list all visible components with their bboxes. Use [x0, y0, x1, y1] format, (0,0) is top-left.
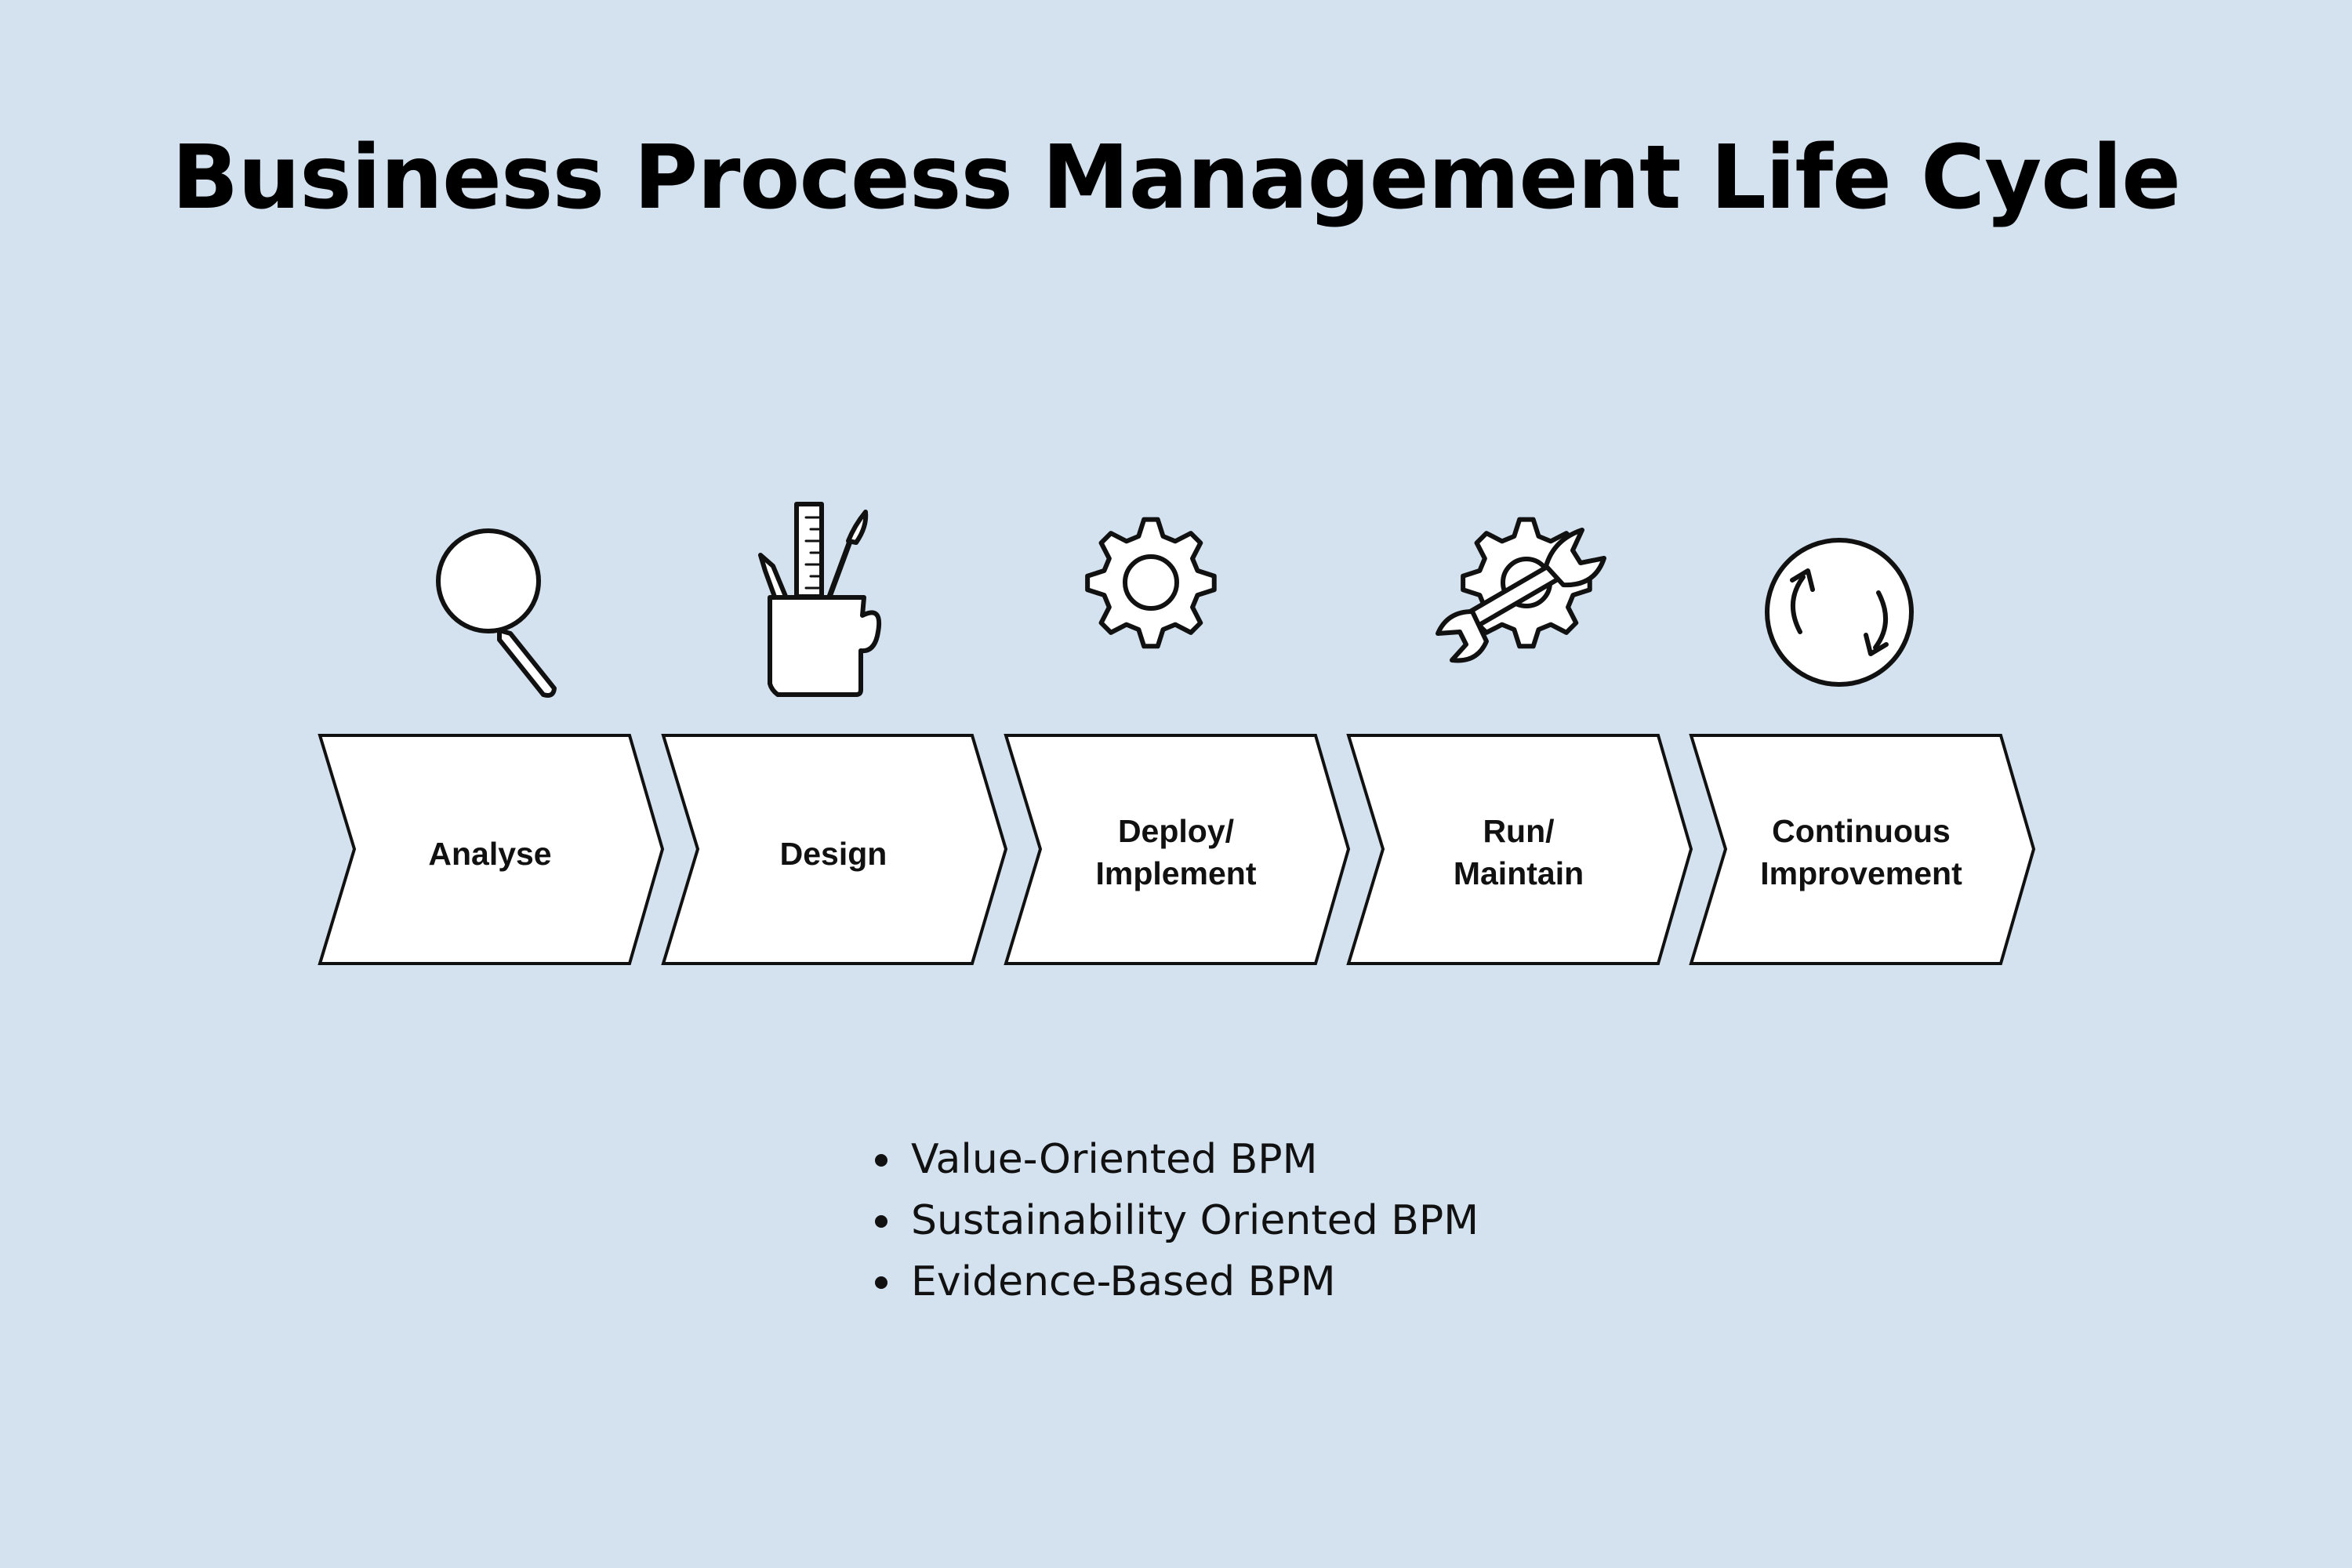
bullet-dot-icon [875, 1154, 887, 1167]
list-item: Evidence-Based BPM [870, 1251, 1479, 1312]
list-item-text: Evidence-Based BPM [911, 1258, 1336, 1305]
list-item-text: Sustainability Oriented BPM [911, 1197, 1479, 1244]
step-analyse[interactable]: Analyse [318, 734, 665, 965]
step-design[interactable]: Design [661, 734, 1008, 965]
pencil-cup-icon [758, 502, 881, 697]
step-label-line2: Maintain [1454, 855, 1584, 891]
step-label-line1: Run/ [1483, 813, 1554, 849]
step-label-line1: Continuous [1772, 813, 1951, 849]
step-label-line2: Implement [1095, 855, 1256, 891]
bullet-dot-icon [875, 1215, 887, 1228]
list-item: Value-Oriented BPM [870, 1129, 1479, 1190]
step-run-maintain[interactable]: Run/ Maintain [1346, 734, 1693, 965]
list-item: Sustainability Oriented BPM [870, 1190, 1479, 1251]
step-label-line1: Deploy/ [1118, 813, 1234, 849]
page-title: Business Process Management Life Cycle [172, 127, 2181, 229]
wrench-gear-icon [1436, 517, 1606, 663]
step-continuous-improvement[interactable]: Continuous Improvement [1689, 734, 2036, 965]
step-label: Analyse [428, 836, 551, 872]
list-item-text: Value-Oriented BPM [911, 1136, 1318, 1183]
refresh-cycle-icon [1765, 538, 1914, 687]
gear-icon [1085, 517, 1217, 649]
step-label-line2: Improvement [1760, 855, 1962, 891]
bpm-approaches-list: Value-Oriented BPM Sustainability Orient… [870, 1129, 1479, 1312]
process-flow: Analyse Design Deploy/ Implement Run/ Ma… [318, 502, 2036, 965]
bullet-dot-icon [875, 1276, 887, 1289]
step-label: Design [780, 836, 887, 872]
step-deploy-implement[interactable]: Deploy/ Implement [1004, 734, 1351, 965]
magnifier-icon [436, 528, 557, 698]
